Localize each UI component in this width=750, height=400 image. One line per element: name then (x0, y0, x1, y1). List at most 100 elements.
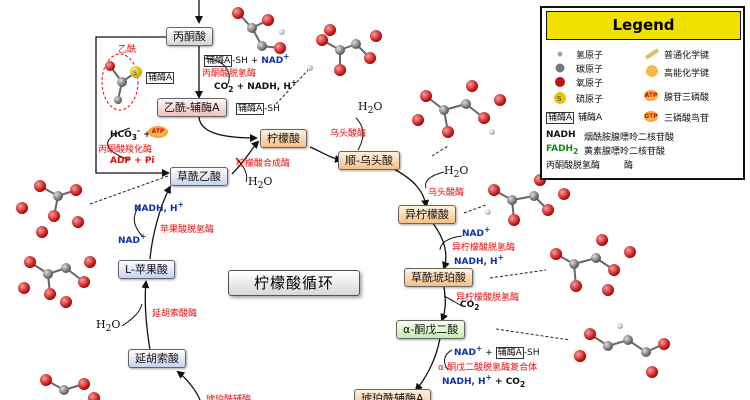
arrow-oxalosuccinate-to-akg (440, 286, 448, 322)
legend-atp-icon: ATP (644, 90, 658, 101)
isocitrate-box: 异柠檬酸 (398, 205, 456, 224)
arrow-succinate-to-fumarate (176, 370, 201, 400)
arrow-akg-to-succinylcoa (414, 337, 441, 392)
oxaloacetate-molecule (16, 180, 84, 238)
akg-dehydrogenase-label: α-酮戊二酸脱氢酶复合体 (438, 363, 538, 373)
curve-citrate-synthase-water (235, 157, 248, 183)
legend-bond: 普通化学键 (664, 51, 710, 61)
curve-oxalosuccinate-co2 (443, 295, 463, 307)
arrow-oxaloacetate-to-citrate (231, 140, 260, 175)
acetyl-label: 乙酰 (118, 45, 137, 55)
arrow-fumarate-to-malate (141, 280, 151, 351)
aconitase-1-label: 乌头酸酶 (330, 129, 367, 139)
legend-oxygen: 氧原子 (576, 79, 604, 89)
legend-sulfur: 硫原子 (576, 95, 604, 105)
arrow-cisaconitate-to-isocitrate (391, 167, 430, 208)
succinylcoa-box: 琥珀酰辅酶A (354, 389, 431, 400)
acetyl-inset-molecule (101, 53, 142, 111)
legend-fadh-desc: 黄素腺嘌呤二核苷酸 (584, 147, 666, 157)
curve-pyruvate-dehydrogenase (203, 57, 230, 85)
pointer-acetylcoa (275, 67, 311, 105)
isocitrate-molecule (485, 174, 570, 226)
isocitrate-dehydrogenase-2-label: 异柠檬酸脱氢酶 (456, 293, 520, 303)
acetylcoa-molecule (307, 24, 382, 76)
isocitrate-nadh: NADH, H+ (454, 253, 504, 267)
arrow-malate-to-oxaloacetate (149, 185, 171, 260)
pyruvate-dehydrogenase-label: 丙酮酸脱氢酶 (202, 69, 257, 79)
akg-products: NADH, H+ + CO2 (442, 373, 526, 389)
pdh-coa-box: 辅酶A (204, 55, 233, 67)
citrate-synthase-water: H2O (248, 175, 273, 192)
pdh-products: CO2 + NADH, H+ (214, 78, 298, 94)
curve-malate-nad (133, 203, 143, 237)
curve-isocitrate-nad (439, 235, 463, 251)
akg-nad-coa: NAD+ + 辅酶A-SH (454, 344, 540, 359)
pointer-akg (495, 328, 571, 341)
akg-coa-box: 辅酶A (495, 347, 524, 359)
legend-enzyme: 酶 (624, 161, 634, 171)
atp-glow-icon: ATP (148, 126, 168, 138)
legend-panel: Legend 氢原子 碳原子 氧原子 S 硫原子 辅酶A 辅酶A 普通化学键 高… (540, 6, 745, 180)
inset-coa-label: 辅酶A (146, 70, 175, 84)
isocitrate-nad: NAD+ (462, 225, 491, 239)
acetylcoa-coa-sh: 辅酶A-SH (236, 103, 280, 115)
acetylcoa-coa-box: 辅酶A (236, 103, 265, 115)
hco3-label: HCO3- + (110, 126, 151, 142)
malate-nad: NAD+ (118, 232, 147, 246)
pyruvate-carboxylase-label: 丙酮酸羧化酶 (98, 145, 153, 155)
malate-box: L-苹果酸 (118, 260, 175, 279)
legend-fadh-symbol: FADH2 (546, 144, 579, 156)
curve-akg-nad (444, 349, 453, 371)
succinyl-partial-label: 琥珀酰辅酶 (206, 395, 252, 400)
inset-sulfur-letter: S (133, 70, 137, 77)
malate-molecule (18, 256, 96, 308)
pyruvate-molecule (232, 7, 286, 54)
legend-carbon: 碳原子 (576, 65, 604, 75)
legend-coa-icon: 辅酶A (546, 112, 575, 124)
pointer-oxaloacetate (89, 175, 169, 205)
oxalosuccinate-box: 草酰琥珀酸 (404, 268, 473, 287)
aconitase-2-label: 乌头酸酶 (428, 188, 465, 198)
fumarate-box: 延胡索酸 (128, 349, 186, 368)
legend-title: Legend (546, 11, 741, 40)
svg-text:S: S (557, 95, 562, 103)
legend-high-energy-bond: 高能化学键 (664, 69, 710, 79)
fumarate-molecule (40, 374, 100, 400)
akg-molecule (571, 323, 670, 378)
aconitase-1-water: H2O (358, 100, 383, 117)
oxalosuccinate-co2: CO2 (460, 300, 480, 312)
arrow-isocitrate-to-oxalosuccinate (431, 221, 450, 270)
curve-fumarase-water (121, 303, 143, 327)
legend-coa: 辅酶A (578, 113, 603, 123)
legend-carbon-icon (555, 63, 565, 73)
legend-high-energy-bond-icon (646, 65, 658, 77)
oxalosuccinate-molecule (550, 234, 636, 296)
citrate-box: 柠檬酸 (260, 129, 307, 148)
pointer-cisaconitate (431, 145, 449, 157)
cisaconitate-molecule (412, 80, 506, 138)
pointer-isocitrate (463, 204, 487, 214)
malate-nadh: NADH, H+ (134, 200, 184, 214)
legend-gtp: 三磷酸鸟苷 (664, 114, 710, 124)
arrow-pyruvate-to-oxaloacetate (95, 36, 170, 177)
fumarase-water: H2O (96, 318, 121, 335)
legend-oxygen-icon (555, 77, 565, 87)
legend-enzyme-example: 丙酮酸脱氢酶 (546, 161, 601, 171)
pointer-oxalosuccinate (489, 269, 547, 279)
pyruvate-box: 丙酮酸 (166, 27, 213, 46)
akg-box: α-酮戊二酸 (396, 320, 466, 339)
citrate-synthase-label: 柠檬酸合成酶 (236, 159, 291, 169)
legend-hydrogen-icon (557, 51, 563, 57)
legend-nadh-symbol: NADH (546, 130, 576, 140)
curve-aconitase-1-water (355, 117, 364, 151)
legend-hydrogen: 氢原子 (576, 51, 604, 61)
legend-sulfur-icon: S (554, 92, 566, 104)
inset-coa-box: 辅酶A (146, 72, 175, 84)
oxaloacetate-box: 草酰乙酸 (170, 167, 228, 186)
arrow-acetylcoa-to-citrate (198, 115, 258, 142)
legend-atp: 腺苷三磷酸 (664, 93, 710, 103)
aconitase-2-water: H2O (444, 164, 469, 181)
legend-nadh-desc: 烟酰胺腺嘌呤二核苷酸 (584, 133, 675, 143)
